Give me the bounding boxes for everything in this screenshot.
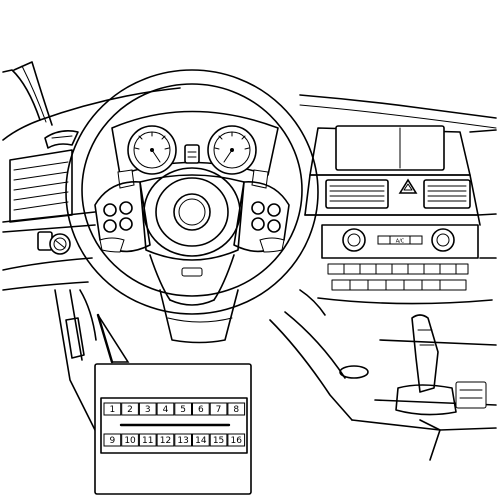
connector-pin [156,433,175,447]
a-pillar [2,61,53,141]
connector-pin-label: 6 [198,405,204,415]
connector-pin-label: 16 [231,436,243,446]
connector-pin-label: 13 [177,436,188,446]
hazard-icon [398,178,418,194]
connector-pin-label: 12 [160,436,171,446]
connector-pin [192,402,210,416]
connector-pin-label: 10 [124,436,136,446]
connector-pin-label: 9 [109,436,115,446]
connector-pin-label: 15 [213,436,224,446]
connector-pin-label: 7 [216,405,222,415]
connector-pin [174,433,193,447]
connector-pin [121,433,139,447]
connector-pin [156,402,175,416]
navigation-display [335,125,445,171]
left-side-vent [9,130,79,223]
gear-lever [411,314,439,393]
connector-pin [138,433,157,447]
connector-pin [192,433,210,447]
instrument-cluster [111,110,279,189]
connector-pin-label: 1 [109,405,115,415]
steering-wheel [65,69,319,315]
connector-pin [174,402,193,416]
connector-pin [121,402,139,416]
connector-leader [96,313,130,364]
climate-knob-left [342,228,366,252]
center-vent-right [423,179,471,209]
connector-pin-label: 2 [127,405,133,415]
center-vent-left [325,179,389,209]
connector-pin-label: 5 [180,405,186,415]
left-dash-panel [2,211,96,271]
connector-pin [138,402,157,416]
connector-pin-label: 4 [163,405,169,415]
right-dash [469,129,497,259]
connector-pin [227,402,246,416]
connector-pin [227,433,246,447]
airbag-cover [143,167,241,257]
connector-pin-label: 11 [142,436,153,446]
connector-pin [103,402,122,416]
left-lower-area [2,281,101,441]
connector-pin [103,433,122,447]
wheel-hub [94,167,290,306]
wheel-buttons-left [99,201,133,253]
climate-knob-right [431,228,455,252]
obd-connector [100,397,248,454]
center-tunnel [269,311,497,461]
connector-pin-label: 3 [145,405,151,415]
connector-pin-label: 8 [233,405,239,415]
center-console: A/C [299,125,493,316]
connector-pin-label: 14 [195,436,207,446]
steering-column [159,289,239,344]
wheel-buttons-right [251,201,285,253]
connector-pin [209,433,228,447]
ac-button-label: A/C [396,239,405,245]
connector-pin [209,402,228,416]
